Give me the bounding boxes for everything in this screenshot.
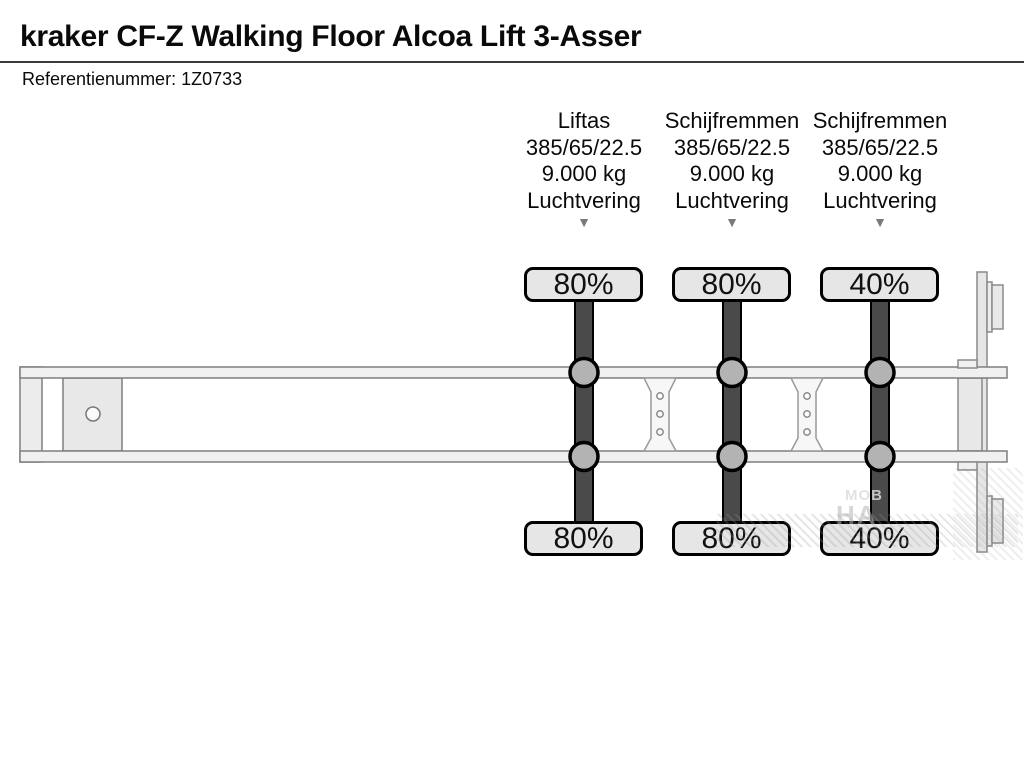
watermark-text-fragment: НА bbox=[836, 500, 878, 531]
axle-shafts-and-hubs bbox=[568, 299, 896, 527]
rear-step-top bbox=[957, 359, 978, 369]
chassis-frame bbox=[19, 359, 1008, 471]
axle-3-info: Schijfremmen 385/65/22.5 9.000 kg Luchtv… bbox=[795, 108, 965, 229]
watermark-text-fragment: МОВ bbox=[845, 487, 883, 504]
axle-3-tire-size: 385/65/22.5 bbox=[821, 134, 939, 160]
page-title: kraker CF-Z Walking Floor Alcoa Lift 3-A… bbox=[20, 20, 642, 53]
axle-2-arrow-icon: ▼ bbox=[725, 214, 739, 230]
axle-3-type: Schijfremmen bbox=[812, 108, 948, 133]
axle-1-hub-bottom bbox=[568, 440, 600, 473]
axle-3-arrow-icon: ▼ bbox=[873, 214, 887, 230]
axle-2-hub-bottom bbox=[716, 440, 748, 473]
axle-2-tire-size: 385/65/22.5 bbox=[673, 134, 791, 160]
watermark-hatch-band bbox=[953, 468, 1023, 560]
reference-number: Referentienummer: 1Z0733 bbox=[22, 69, 243, 89]
axle-1-arrow-icon: ▼ bbox=[577, 214, 591, 230]
axle-1-info: Liftas 385/65/22.5 9.000 kg Luchtvering … bbox=[499, 108, 669, 229]
axle-3-hub-top bbox=[864, 356, 896, 389]
tire-load-axle-3-left: 40% bbox=[820, 267, 939, 302]
axle-1-shaft bbox=[574, 299, 594, 527]
axle-2-type: Schijfremmen bbox=[664, 108, 800, 133]
tire-load-axle-2-left: 80% bbox=[672, 267, 791, 302]
top-rail bbox=[19, 366, 1008, 379]
axle-3-suspension: Luchtvering bbox=[823, 187, 937, 213]
bottom-rail bbox=[19, 450, 1008, 463]
tire-load-axle-1-left: 80% bbox=[524, 267, 643, 302]
rear-step-bottom bbox=[957, 461, 978, 471]
tire-load-axle-2-right: 80% bbox=[672, 521, 791, 556]
axle-1-type: Liftas bbox=[557, 108, 611, 133]
kingpin-icon bbox=[85, 406, 101, 422]
tire-load-axle-3-right: 40% bbox=[820, 521, 939, 556]
axle-1-suspension: Luchtvering bbox=[527, 187, 641, 213]
front-end-cap bbox=[19, 366, 43, 463]
header-divider bbox=[0, 61, 1024, 63]
axle-2-suspension: Luchtvering bbox=[675, 187, 789, 213]
axle-3-capacity: 9.000 kg bbox=[837, 161, 923, 186]
axle-2-hub-top bbox=[716, 356, 748, 389]
axle-2-capacity: 9.000 kg bbox=[689, 161, 775, 186]
cross-members bbox=[642, 377, 825, 452]
tire-load-axle-1-right: 80% bbox=[524, 521, 643, 556]
axle-2-shaft bbox=[722, 299, 742, 527]
watermark-hatch-band bbox=[716, 514, 1018, 547]
axle-3-hub-bottom bbox=[864, 440, 896, 473]
axle-1-capacity: 9.000 kg bbox=[541, 161, 627, 186]
axle-1-tire-size: 385/65/22.5 bbox=[525, 134, 643, 160]
rear-bumper-structure bbox=[957, 271, 1004, 553]
axle-2-info: Schijfremmen 385/65/22.5 9.000 kg Luchtv… bbox=[647, 108, 817, 229]
axle-1-hub-top bbox=[568, 356, 600, 389]
